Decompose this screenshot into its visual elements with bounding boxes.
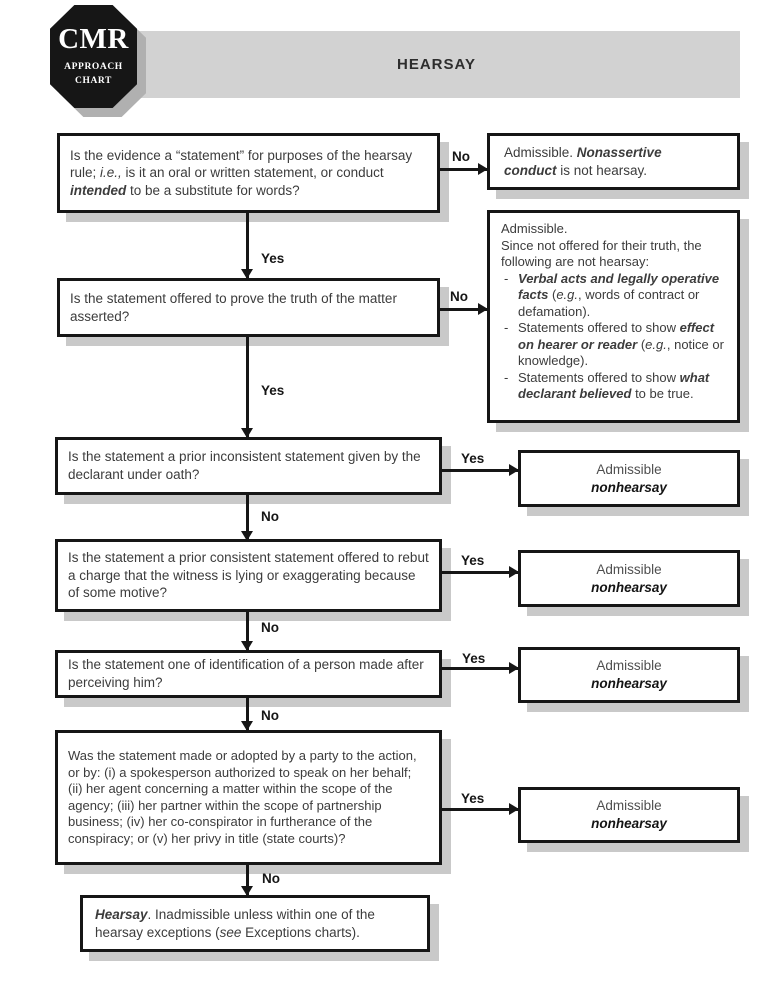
page-title: HEARSAY xyxy=(397,56,476,73)
label-no: No xyxy=(262,871,280,886)
bullet-text: Verbal acts and legally operative facts … xyxy=(518,270,720,319)
arrowhead xyxy=(509,662,519,674)
result-line: nonhearsay xyxy=(591,676,667,691)
bullet-text: Statements offered to show effect on hea… xyxy=(518,320,724,368)
arrowhead xyxy=(478,303,488,315)
arrowhead xyxy=(241,641,253,651)
result-box-admissible-nonhearsay-2: Admissible nonhearsay xyxy=(518,550,740,607)
label-no: No xyxy=(261,708,279,723)
label-yes: Yes xyxy=(462,651,486,666)
question-text: Is the statement a prior consistent stat… xyxy=(68,550,429,601)
arrow-down-icon xyxy=(241,698,253,731)
question-box-prior-inconsistent: Is the statement a prior inconsistent st… xyxy=(55,437,442,495)
result-line: Admissible xyxy=(596,461,662,477)
label-yes: Yes xyxy=(261,383,285,398)
result-line: Admissible xyxy=(596,658,662,674)
cmr-logo: CMR APPROACH CHART xyxy=(50,5,150,119)
label-no: No xyxy=(261,620,279,635)
label-yes: Yes xyxy=(461,791,485,806)
cmr-logo-subtitle-1: APPROACH xyxy=(64,61,123,72)
result-line: Since not offered for their truth, the f… xyxy=(501,237,702,270)
bullet-text: Statements offered to show what declaran… xyxy=(518,369,710,402)
label-no: No xyxy=(261,509,279,524)
arrowhead xyxy=(241,531,253,541)
label-yes: Yes xyxy=(461,451,485,466)
question-text: Is the statement a prior inconsistent st… xyxy=(68,449,421,482)
title-banner: HEARSAY xyxy=(133,31,740,98)
question-box-party-admission: Was the statement made or adopted by a p… xyxy=(55,730,442,865)
result-text: Hearsay. Inadmissible unless within one … xyxy=(95,906,375,940)
arrow-right-icon xyxy=(442,464,519,476)
result-line: nonhearsay xyxy=(591,479,667,495)
result-box-admissible-nonhearsay-1: Admissible nonhearsay xyxy=(518,450,740,507)
result-line: Admissible xyxy=(596,798,662,814)
cmr-logo-subtitle-2: CHART xyxy=(75,75,112,86)
arrowhead xyxy=(509,803,519,815)
result-line: nonhearsay xyxy=(591,579,667,595)
result-line: nonhearsay xyxy=(591,816,667,831)
arrowhead xyxy=(241,886,253,896)
result-text: Admissible. Nonassertive conduct is not … xyxy=(504,144,662,178)
question-box-statement: Is the evidence a “statement” for purpos… xyxy=(57,133,440,213)
bullet-dash: - xyxy=(504,320,509,335)
bullet-dash: - xyxy=(504,369,509,385)
arrow-down-icon xyxy=(241,863,253,896)
cmr-logo-title: CMR xyxy=(58,22,129,55)
arrow-right-icon xyxy=(442,662,519,674)
result-line: Admissible. xyxy=(501,221,568,236)
arrowhead xyxy=(241,428,253,438)
arrow-down-icon xyxy=(241,612,253,651)
cmr-logo-octagon-icon: CMR APPROACH CHART xyxy=(50,5,137,108)
question-box-prior-consistent: Is the statement a prior consistent stat… xyxy=(55,539,442,612)
arrowhead xyxy=(241,721,253,731)
arrowhead xyxy=(509,566,519,578)
label-no: No xyxy=(452,149,470,164)
question-text: Is the statement offered to prove the tr… xyxy=(70,290,397,324)
question-box-truth-of-matter: Is the statement offered to prove the tr… xyxy=(57,278,440,337)
result-line: Admissible xyxy=(596,561,662,577)
arrowhead xyxy=(241,269,253,279)
result-box-nonassertive-conduct: Admissible. Nonassertive conduct is not … xyxy=(487,133,740,190)
list-item: - Verbal acts and legally operative fact… xyxy=(501,271,731,321)
result-box-admissible-nonhearsay-4: Admissible nonhearsay xyxy=(518,787,740,843)
label-no: No xyxy=(450,289,468,304)
arrowhead xyxy=(509,464,519,476)
question-text: Is the evidence a “statement” for purpos… xyxy=(70,147,413,198)
arrow-right-icon xyxy=(442,566,519,578)
label-yes: Yes xyxy=(461,553,485,568)
bullet-dash: - xyxy=(504,270,509,286)
arrowhead xyxy=(478,163,488,175)
result-box-not-offered-for-truth: Admissible. Since not offered for their … xyxy=(487,210,740,423)
question-text: Is the statement one of identification o… xyxy=(68,657,424,690)
arrow-down-icon xyxy=(241,213,253,279)
list-item: - Statements offered to show what declar… xyxy=(501,370,731,403)
arrow-down-icon xyxy=(241,495,253,541)
arrow-right-icon xyxy=(440,303,488,315)
arrow-right-icon xyxy=(440,163,488,175)
question-text: Was the statement made or adopted by a p… xyxy=(68,748,417,846)
arrow-right-icon xyxy=(442,803,519,815)
list-item: - Statements offered to show effect on h… xyxy=(501,320,731,370)
arrow-down-icon xyxy=(241,337,253,438)
result-box-hearsay-inadmissible: Hearsay. Inadmissible unless within one … xyxy=(80,895,430,952)
result-box-admissible-nonhearsay-3: Admissible nonhearsay xyxy=(518,647,740,703)
question-box-identification: Is the statement one of identification o… xyxy=(55,650,442,698)
label-yes: Yes xyxy=(261,251,285,266)
